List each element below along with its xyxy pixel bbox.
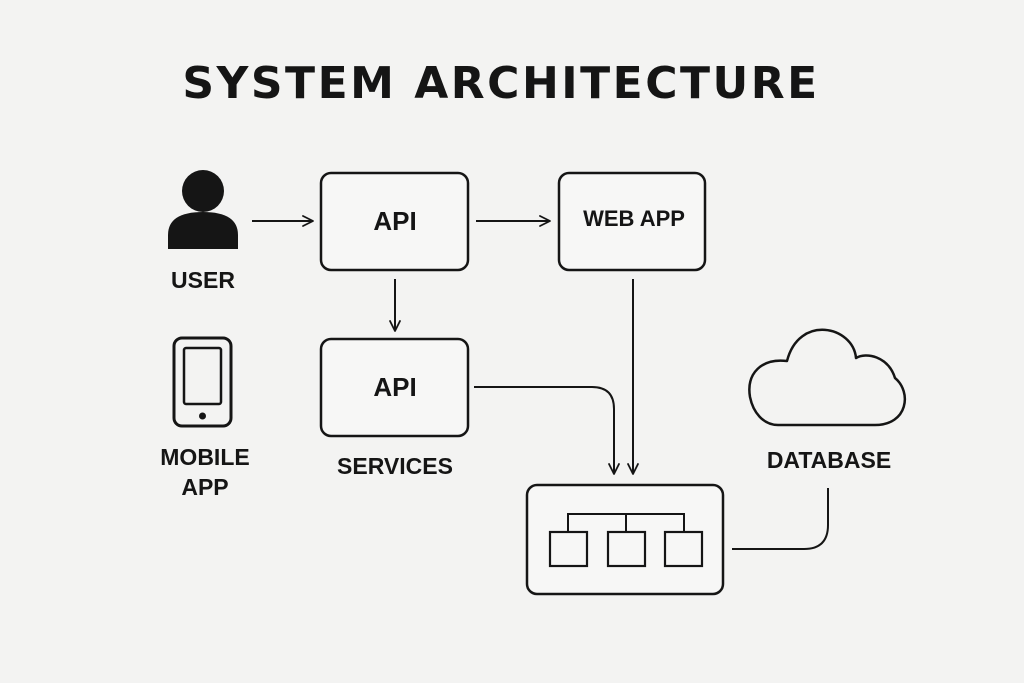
user-label: USER — [171, 267, 235, 293]
api-services-label: API — [373, 372, 417, 402]
mobile-app-label-line2: APP — [181, 474, 229, 500]
server-cluster-icon[interactable] — [525, 483, 725, 596]
user-icon — [168, 170, 238, 249]
api-gateway-box[interactable] — [319, 171, 470, 272]
connector-services-to-cluster — [474, 386, 620, 475]
web-app-label: WEB APP — [583, 206, 685, 231]
api-gateway-label: API — [373, 206, 417, 236]
services-caption: SERVICES — [337, 453, 453, 479]
cloud-icon — [748, 328, 907, 427]
web-app-box[interactable] — [557, 171, 707, 272]
diagram-title: SYSTEM ARCHITECTURE — [182, 58, 820, 109]
api-services-box[interactable] — [319, 337, 470, 438]
mobile-app-label-line1: MOBILE — [160, 444, 250, 470]
connector-cluster-to-database — [732, 488, 829, 550]
smartphone-icon — [172, 336, 233, 428]
database-label: DATABASE — [766, 447, 892, 473]
